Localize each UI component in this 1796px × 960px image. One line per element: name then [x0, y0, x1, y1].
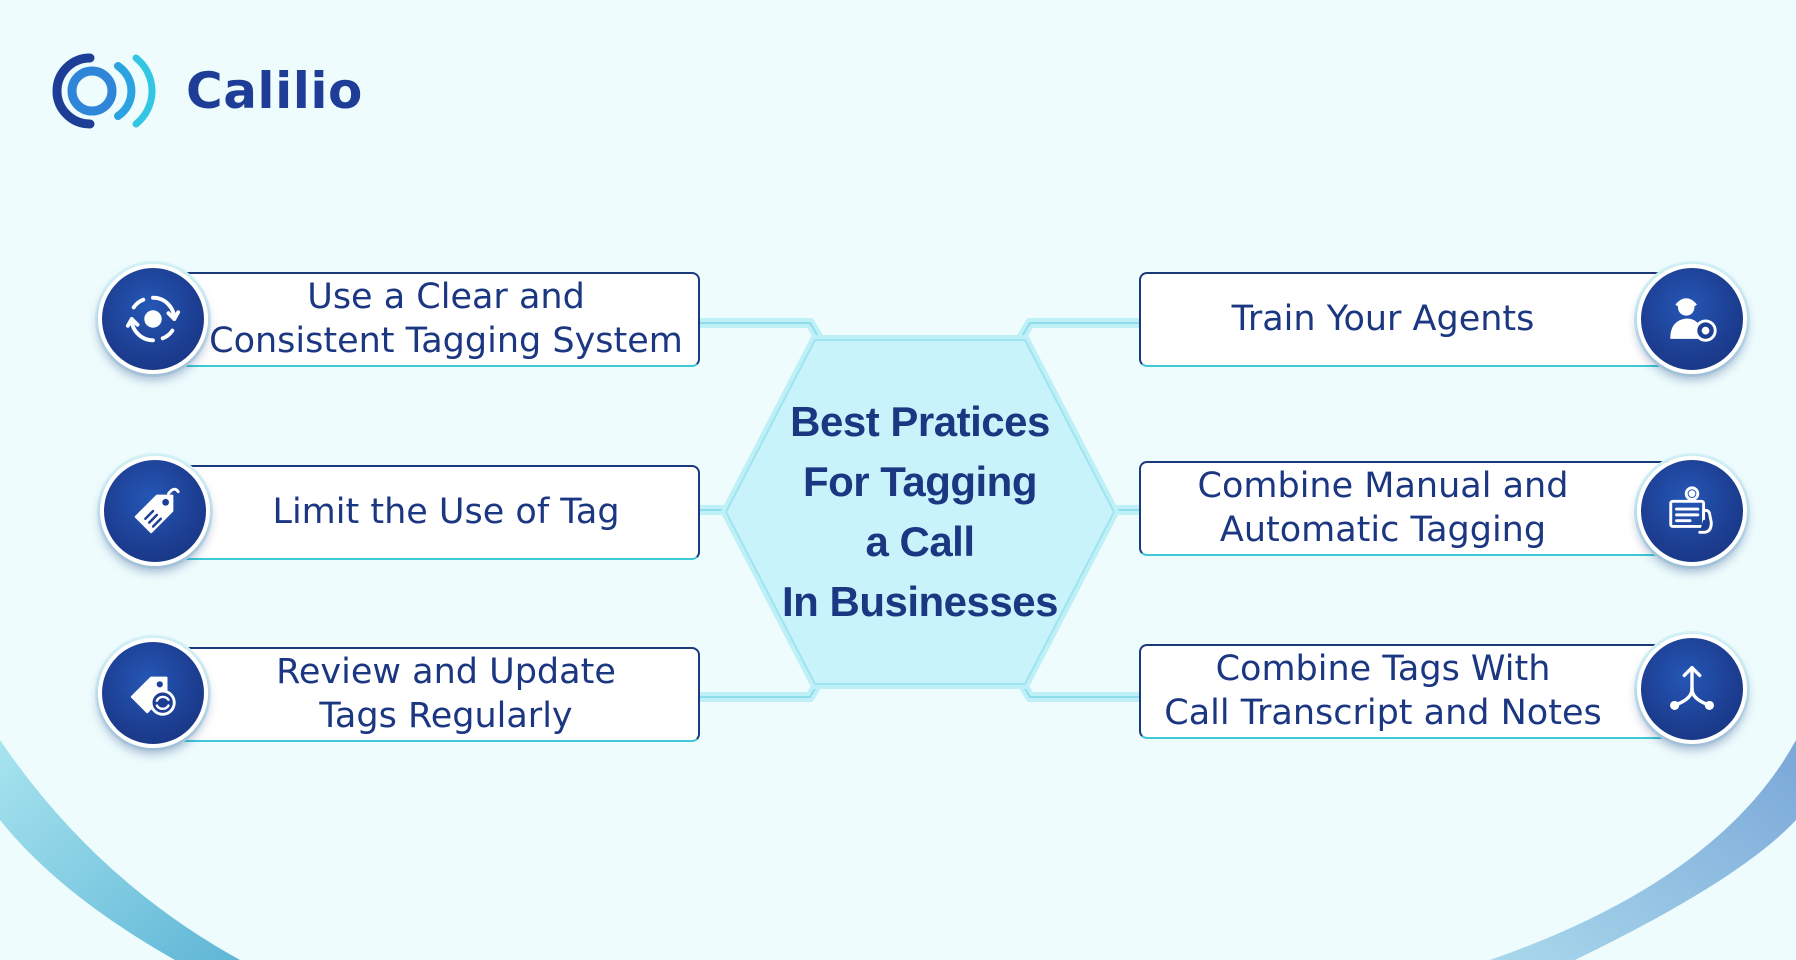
card-text-line: Review and Update — [276, 651, 616, 692]
merge-arrows-icon — [1637, 634, 1747, 744]
center-hexagon — [725, 339, 1115, 685]
center-title-line: In Businesses — [782, 578, 1058, 625]
card-text-line: Call Transcript and Notes — [1164, 692, 1602, 733]
tag-update-icon — [98, 638, 208, 748]
calilio-logo-icon — [52, 53, 156, 129]
card-text-line: Use a Clear and — [307, 276, 585, 317]
card-text-line: Consistent Tagging System — [209, 320, 683, 361]
card-text-line: Automatic Tagging — [1219, 509, 1547, 550]
practice-card-clear-tagging-system: Use a Clear and Consistent Tagging Syste… — [172, 272, 700, 367]
practice-card-limit-tags: Limit the Use of Tag — [172, 465, 700, 560]
practice-card-train-agents: Train Your Agents — [1139, 272, 1687, 367]
center-title-line: a Call — [865, 518, 975, 565]
practice-card-manual-automatic: Combine Manual and Automatic Tagging — [1139, 461, 1687, 556]
agent-training-icon — [1637, 264, 1747, 374]
decorative-arc-left — [0, 740, 240, 960]
manual-automatic-icon — [1637, 456, 1747, 566]
brand-logo: Calilio — [44, 46, 363, 136]
card-text-line: Combine Tags With — [1215, 648, 1551, 689]
brand-name: Calilio — [186, 62, 363, 120]
card-text-line: Limit the Use of Tag — [272, 491, 620, 532]
center-title: Best Pratices For Tagging a Call In Busi… — [760, 392, 1080, 632]
card-text-line: Tags Regularly — [319, 695, 573, 736]
card-text-line: Combine Manual and — [1197, 465, 1569, 506]
practice-card-tags-transcript-notes: Combine Tags With Call Transcript and No… — [1139, 644, 1687, 739]
price-tag-icon — [100, 456, 210, 566]
practice-card-review-update-tags: Review and Update Tags Regularly — [172, 647, 700, 742]
card-text-line: Train Your Agents — [1231, 298, 1535, 339]
refresh-cycle-icon — [98, 264, 208, 374]
decorative-arc-right — [1490, 740, 1796, 960]
center-title-line: Best Pratices — [790, 398, 1050, 445]
center-title-line: For Tagging — [802, 458, 1038, 505]
